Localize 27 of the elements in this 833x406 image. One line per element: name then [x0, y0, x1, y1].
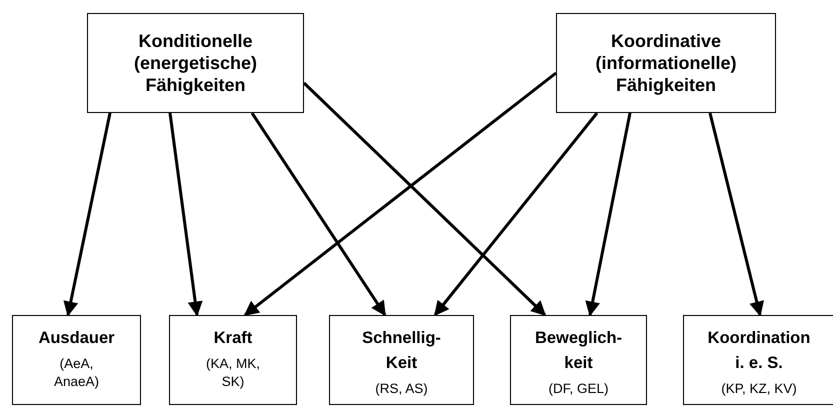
abbreviation-text: (AeA, AnaeA)	[52, 355, 100, 391]
node-title: Koordinative (informationelle) Fähigkeiten	[594, 30, 738, 96]
abbreviation-text: (DF, GEL)	[548, 380, 608, 398]
node-title: Ausdauer	[38, 328, 115, 349]
ability-box	[683, 315, 833, 405]
arrow	[244, 72, 557, 316]
node-title: Beweglich- keit	[534, 328, 624, 374]
node-title: Koordination i. e. S.	[706, 328, 812, 374]
ability-box	[556, 13, 776, 113]
arrow	[585, 112, 632, 316]
ability-box	[12, 315, 141, 405]
ability-box	[87, 13, 304, 113]
node-title: Kraft	[214, 328, 252, 349]
abbreviation-text: (KA, MK, SK)	[204, 355, 261, 391]
arrow	[168, 112, 203, 316]
ability-box	[329, 315, 474, 405]
node-title: Konditionelle (energetische) Fähigkeiten	[132, 30, 258, 96]
ability-box	[510, 315, 647, 405]
arrow	[250, 112, 386, 316]
abbreviation-text: (KP, KZ, KV)	[721, 380, 797, 398]
arrow	[434, 112, 598, 316]
node-title: Schnellig- Keit	[361, 328, 442, 374]
arrow	[63, 112, 112, 316]
arrow	[708, 112, 764, 316]
ability-box	[169, 315, 297, 405]
arrow	[302, 82, 546, 316]
abbreviation-text: (RS, AS)	[375, 380, 428, 398]
